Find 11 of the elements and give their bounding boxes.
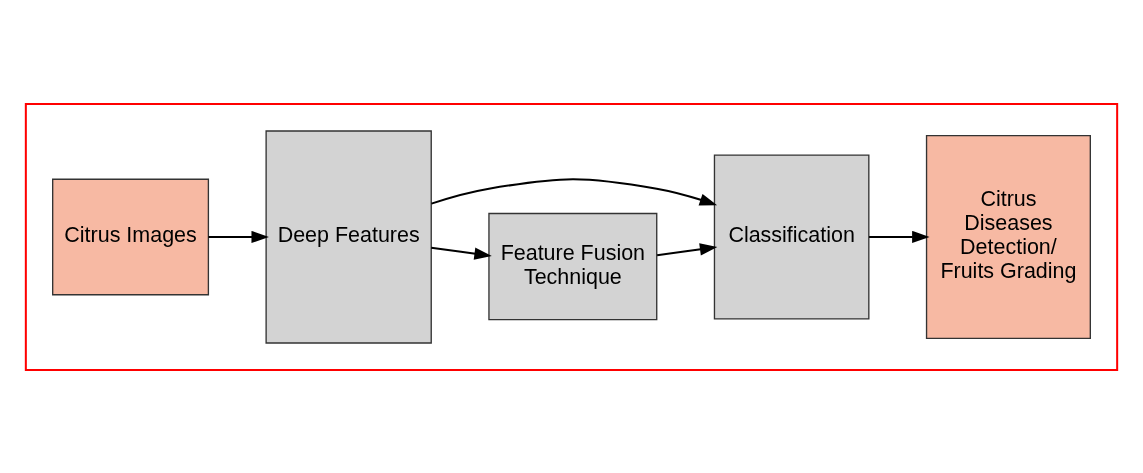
arrow (208, 230, 269, 243)
arrow (657, 242, 718, 256)
node-box: Feature Fusion Technique (488, 212, 658, 320)
arrow (431, 177, 718, 206)
node-box: Citrus Images (52, 178, 210, 295)
arrow (431, 246, 492, 260)
node-box: Citrus Diseases Detection/ Fruits Grading (925, 134, 1091, 339)
node-box: Deep Features (265, 129, 432, 344)
node-box: Classification (713, 153, 870, 320)
arrow (869, 230, 930, 243)
cluster (24, 102, 1119, 371)
